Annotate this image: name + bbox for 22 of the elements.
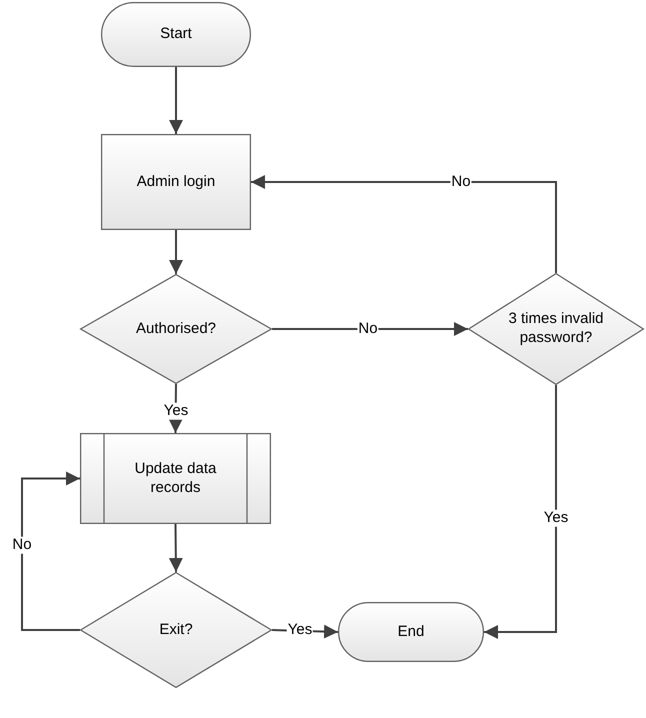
node-label: Start	[159, 25, 193, 44]
edge-label: Yes	[542, 510, 570, 526]
connector-arrow	[484, 385, 557, 639]
connector-arrow	[169, 67, 183, 134]
connector-arrow	[21, 472, 80, 631]
connector-arrow	[251, 175, 557, 273]
connector-arrow	[168, 524, 183, 572]
connector-arrow	[169, 230, 183, 274]
node-label: Admin login	[136, 172, 216, 192]
edge-label: Yes	[162, 402, 190, 420]
process-box	[101, 134, 251, 230]
decision-diamond	[80, 572, 272, 688]
node-label: End	[396, 622, 426, 642]
node-label: Exit?	[158, 620, 194, 640]
edge-label: No	[11, 536, 33, 554]
node-label: 3 times invalid password?	[507, 310, 605, 348]
node-label: Update data records	[134, 460, 218, 498]
decision-diamond	[80, 274, 272, 384]
subprocess-box	[80, 433, 271, 524]
node-label: Authorised?	[134, 320, 218, 338]
decision-diamond	[468, 273, 644, 385]
connector-arrow	[272, 322, 468, 336]
